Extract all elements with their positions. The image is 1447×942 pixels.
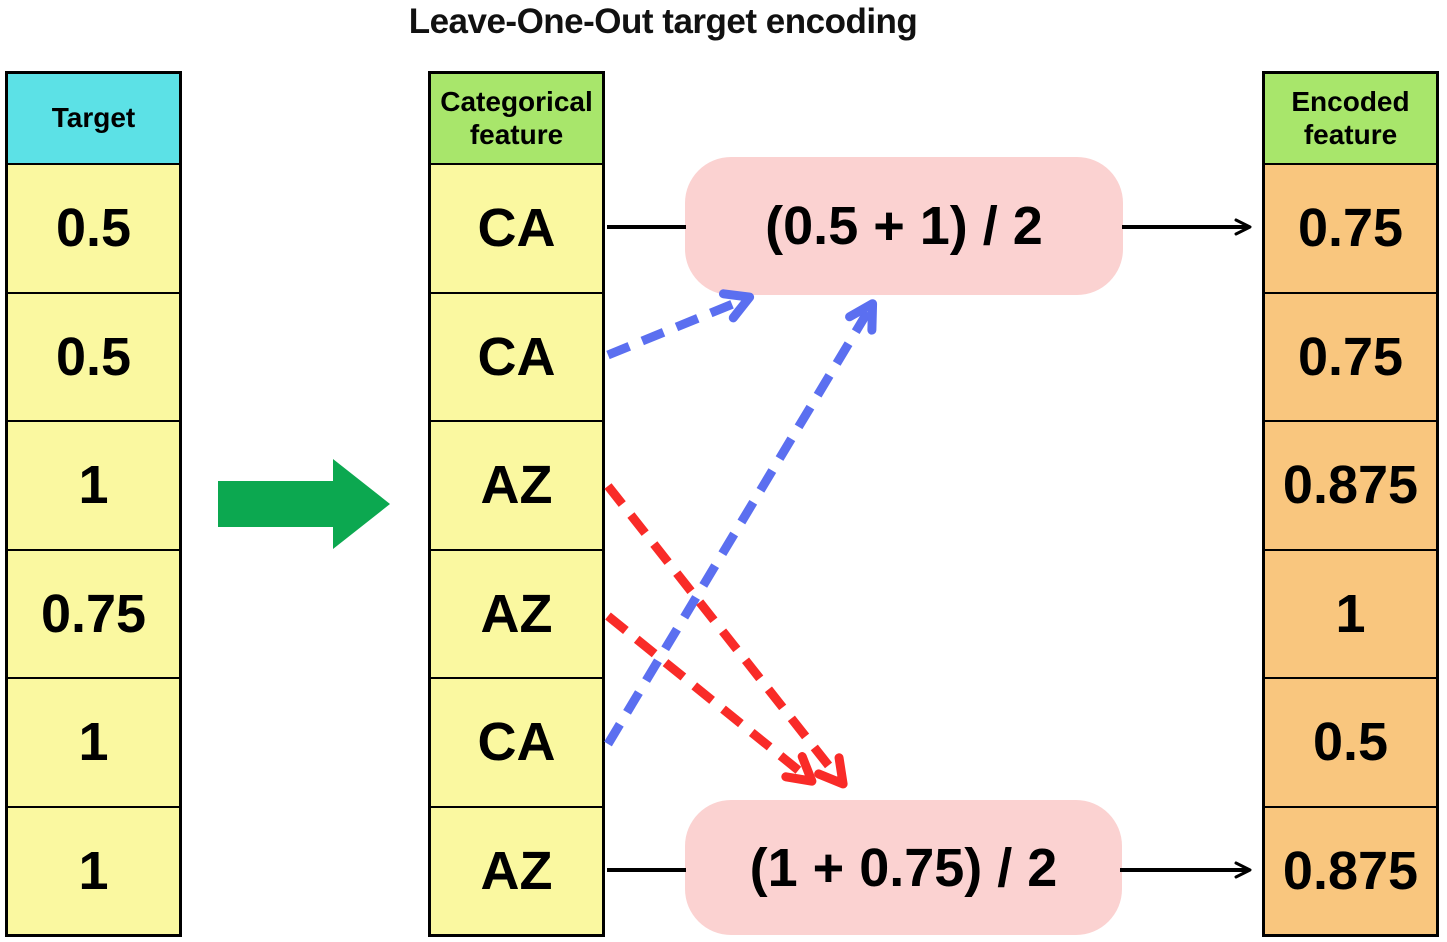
transform-green-arrow-icon (218, 459, 390, 549)
target-table-header: Target (8, 74, 179, 165)
red-dashed-arrow-az-row4 (605, 612, 817, 786)
encoded-table-header: Encoded feature (1265, 74, 1436, 165)
categorical-cell-1: CA (431, 165, 602, 294)
encoded-cell-1: 0.75 (1265, 165, 1436, 294)
formula-bottom-text: (1 + 0.75) / 2 (749, 837, 1058, 898)
formula-top-text: (0.5 + 1) / 2 (765, 196, 1043, 256)
page-title: Leave-One-Out target encoding (408, 2, 918, 41)
target-cell-6: 1 (8, 807, 179, 934)
categorical-header-label: Categorical feature (440, 86, 593, 150)
categorical-cell-6: AZ (431, 807, 602, 934)
target-table: Target 0.5 0.5 1 0.75 1 1 (5, 71, 182, 937)
categorical-cell-2: CA (431, 293, 602, 422)
formula-box-bottom: (1 + 0.75) / 2 (685, 800, 1122, 935)
target-cell-5: 1 (8, 679, 179, 808)
target-header-label: Target (51, 102, 136, 134)
blue-dashed-arrow-ca-row2 (606, 289, 755, 360)
categorical-feature-table: Categorical feature CA CA AZ AZ CA AZ (428, 71, 605, 937)
target-cell-3: 1 (8, 422, 179, 551)
encoded-cell-4: 1 (1265, 550, 1436, 679)
blue-dashed-arrow-ca-row5 (604, 299, 878, 747)
encoded-cell-3: 0.875 (1265, 422, 1436, 551)
encoded-cell-6: 0.875 (1265, 807, 1436, 934)
red-dashed-arrow-az-row3 (604, 483, 848, 789)
encoded-header-label: Encoded feature (1291, 86, 1410, 150)
categorical-cell-3: AZ (431, 422, 602, 551)
formula-box-top: (0.5 + 1) / 2 (685, 157, 1123, 295)
categorical-cell-4: AZ (431, 550, 602, 679)
target-cell-4: 0.75 (8, 550, 179, 679)
encoded-cell-5: 0.5 (1265, 679, 1436, 808)
encoded-cell-2: 0.75 (1265, 293, 1436, 422)
categorical-cell-5: CA (431, 679, 602, 808)
categorical-table-header: Categorical feature (431, 74, 602, 165)
encoded-feature-table: Encoded feature 0.75 0.75 0.875 1 0.5 0.… (1262, 71, 1439, 937)
target-cell-1: 0.5 (8, 165, 179, 294)
target-cell-2: 0.5 (8, 293, 179, 422)
